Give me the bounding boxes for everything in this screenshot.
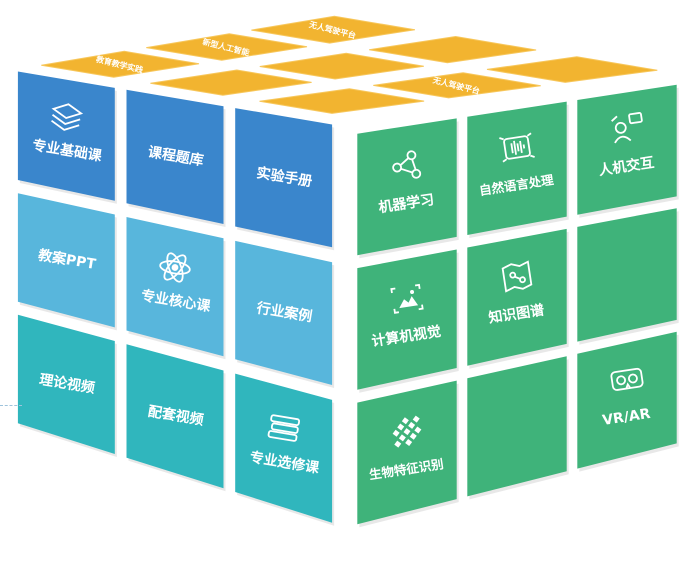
books-icon: [267, 414, 301, 442]
cube-left-face: 专业基础课课程题库实验手册教案PPT专业核心课行业案例理论视频配套视频专业选修课: [17, 71, 335, 526]
user-screen-icon: [611, 112, 643, 144]
vr-headset-icon: [610, 367, 644, 391]
right-tile: 生物特征识别: [357, 380, 459, 528]
left-tile: 实验手册: [235, 108, 335, 251]
right-tile: [577, 208, 679, 345]
right-tile: [467, 356, 569, 500]
atom-icon: [159, 252, 191, 283]
left-tile: 专业基础课: [17, 71, 117, 204]
top-tile: [259, 88, 425, 114]
top-tile: [259, 52, 424, 80]
layers-icon: [51, 103, 84, 131]
right-tile: 人机交互: [577, 84, 679, 218]
top-tile: 新型人工智能: [146, 33, 308, 61]
image-frame-icon: [390, 283, 424, 314]
right-tile: 自然语言处理: [467, 101, 569, 238]
right-tile: VR/AR: [577, 331, 679, 472]
top-tile: 无人驾驶平台: [373, 72, 541, 99]
left-tile: 课程题库: [126, 89, 226, 227]
waveform-icon: [499, 132, 535, 163]
right-tile: 机器学习: [357, 118, 459, 259]
right-tile-label: VR/AR: [601, 406, 651, 429]
top-tile: 教育教学实践: [41, 50, 200, 78]
left-tile: 教案PPT: [17, 193, 117, 331]
top-tile: [150, 69, 312, 96]
network-icon: [392, 150, 422, 179]
top-tile: 无人驾驶平台: [251, 15, 415, 44]
top-tile: [369, 35, 537, 64]
dashed-connector-line: [0, 405, 22, 406]
graph-map-icon: [501, 260, 533, 293]
right-tile: 知识图谱: [467, 228, 569, 369]
fingerprint-grid-icon: [392, 415, 422, 448]
top-tile: [486, 56, 658, 83]
left-tile: 行业案例: [235, 240, 335, 388]
left-tile: 理论视频: [17, 314, 117, 457]
left-tile: 专业选修课: [235, 373, 335, 526]
left-tile: 配套视频: [126, 344, 226, 492]
left-tile: 专业核心课: [126, 217, 226, 360]
right-tile: 计算机视觉: [357, 249, 459, 393]
